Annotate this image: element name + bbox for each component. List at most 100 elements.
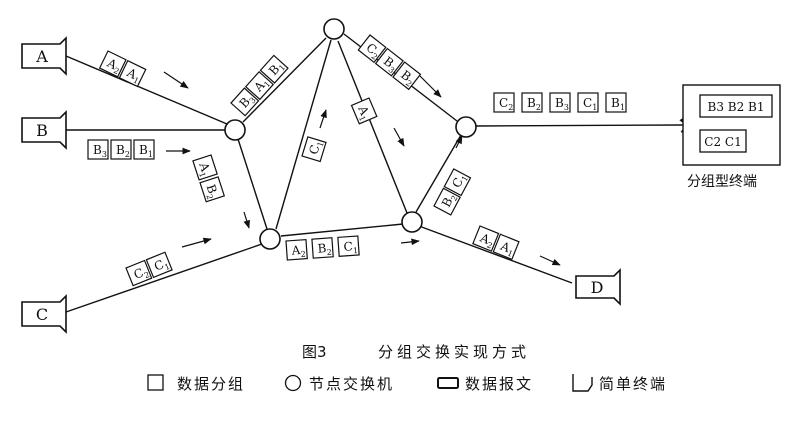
terminal-d-label: D [591, 278, 604, 297]
link-node1-node2 [242, 37, 327, 123]
packet-box: B2 [433, 187, 461, 216]
switch-node-4 [401, 211, 423, 233]
arrow-node4-d [539, 255, 561, 266]
packet-label: B2 [116, 143, 130, 159]
packet-label: C2 [499, 96, 513, 112]
arrow-node1-down [243, 211, 250, 229]
packet-box: B2 [110, 139, 132, 160]
packet-label: A1 [194, 160, 214, 179]
packet-box: A2 [98, 50, 127, 78]
packet-label: C1 [449, 171, 470, 191]
arrow-c-flow [181, 237, 212, 248]
arrow-node2-right [419, 75, 442, 98]
packet-terminal-label: 分组型终端 [687, 174, 757, 190]
legend-node-icon [284, 374, 302, 392]
packet-label: B2 [439, 191, 460, 211]
packet-label: B1 [139, 143, 153, 159]
packet-box: B2 [521, 92, 543, 113]
packet-box: B1 [259, 54, 289, 84]
legend-message-icon [437, 377, 459, 389]
link-node4-node5 [415, 134, 462, 213]
packet-box: B3 [374, 47, 404, 77]
arrow-a-flow [163, 71, 189, 89]
link-node5-terminal [474, 124, 684, 127]
switch-node-2 [323, 18, 345, 40]
packet-terminal-row-2-text: C2 C1 [704, 135, 741, 149]
legend-node-label: 节点交换机 [309, 375, 394, 393]
arrow-node3-node4 [400, 238, 420, 246]
packet-box: A1 [492, 233, 520, 261]
link-c-node3 [65, 243, 263, 313]
terminal-d: D [575, 268, 621, 306]
arrow-node4-node5 [455, 135, 463, 149]
packet-label: A2 [290, 243, 306, 260]
link-node2-node3 [275, 39, 332, 230]
packet-label: C1 [583, 96, 597, 112]
packet-group-node2-node4: A1 [350, 97, 378, 125]
packet-box: C1 [301, 136, 327, 163]
terminal-c-label: C [36, 305, 48, 324]
packet-box: C2 [493, 92, 515, 113]
packet-terminal: B3 B2 B1 C2 C1 分组型终端 [682, 84, 781, 190]
legend-packet-icon [147, 374, 164, 391]
packet-box: C2 [125, 259, 153, 287]
packet-label: A2 [477, 230, 497, 250]
link-a-node1 [65, 55, 228, 125]
arrow-node2-node4 [393, 127, 405, 147]
packet-box: C1 [145, 251, 173, 279]
legend-terminal-label: 简单终端 [599, 375, 667, 393]
packet-group-output: C2 B2 B3 C1 B1 [493, 92, 627, 113]
packet-box: C1 [577, 92, 599, 113]
packet-label: B3 [93, 143, 107, 159]
link-node4-d [418, 225, 573, 284]
packet-label: B3 [555, 96, 569, 112]
packet-box: B2 [199, 176, 226, 203]
packet-label: B2 [202, 183, 222, 201]
packet-label: C1 [343, 239, 358, 256]
packet-group-node3-node4: A2 B2 C1 [285, 235, 360, 261]
packet-box: B2 [392, 61, 422, 91]
packet-box: A2 [472, 225, 500, 252]
legend: 数据分组 节点交换机 数据报文 简单终端 [147, 374, 667, 393]
terminal-c: C [21, 294, 67, 334]
figure-number: 图3 [302, 343, 327, 361]
switch-node-5 [455, 116, 477, 138]
terminal-b: B [21, 110, 67, 150]
packet-terminal-row-1-text: B3 B2 B1 [708, 100, 765, 114]
link-node2-node4 [337, 40, 408, 214]
packet-box: B3 [87, 139, 109, 160]
packet-box: A1 [192, 154, 218, 181]
packet-box: B1 [605, 92, 627, 113]
packet-box: A2 [285, 238, 308, 261]
packet-box: C1 [337, 235, 360, 257]
packet-label: B2 [527, 96, 541, 112]
switch-node-3 [259, 228, 281, 250]
packet-label: A1 [497, 239, 517, 259]
nodes [224, 18, 477, 250]
packet-box: C1 [443, 168, 472, 197]
legend-message-label: 数据报文 [465, 375, 533, 393]
arrow-node3-node2 [319, 109, 327, 129]
packet-box: A1 [350, 97, 378, 125]
legend-terminal-icon [572, 374, 593, 392]
packet-terminal-row-1 [699, 94, 773, 118]
packet-group-node3-node2: C1 [301, 136, 327, 163]
packet-box: B3 [549, 92, 571, 113]
link-node1-node3 [237, 138, 268, 230]
switch-node-1 [224, 119, 246, 141]
terminal-b-label: B [36, 121, 48, 140]
legend-packet-label: 数据分组 [177, 375, 245, 393]
packet-group-b-stream: B3 B2 B1 [87, 139, 155, 160]
packet-label: C1 [306, 138, 325, 156]
packet-box: B2 [311, 237, 334, 259]
packet-box: A1 [118, 59, 147, 88]
link-node3-node4 [280, 223, 404, 237]
